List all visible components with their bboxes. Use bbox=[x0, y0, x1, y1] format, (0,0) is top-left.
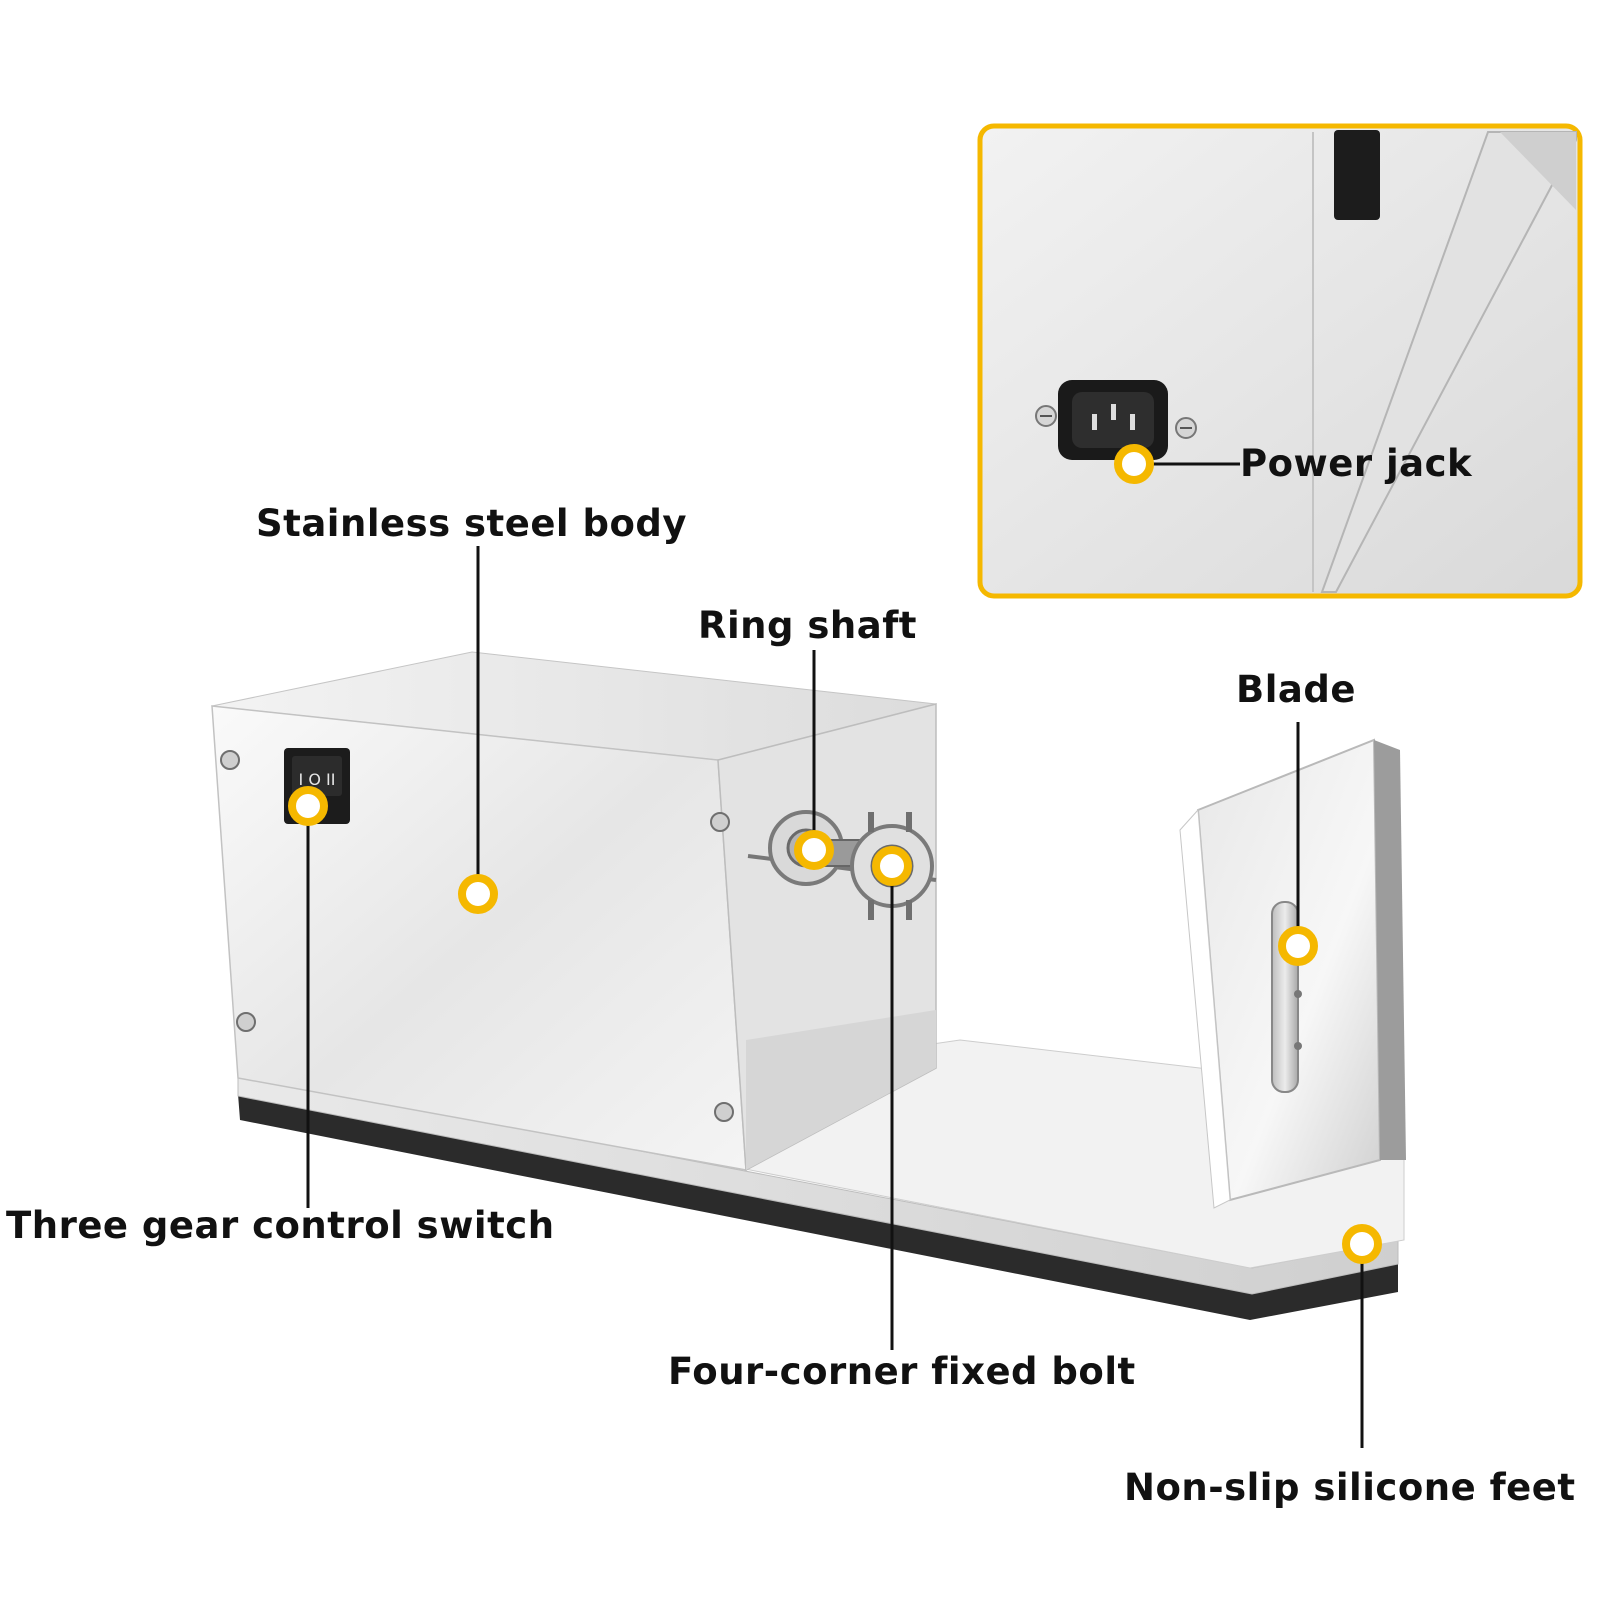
bolt-label: Four-corner fixed bolt bbox=[668, 1350, 1136, 1393]
blade-callout-dot bbox=[1278, 926, 1318, 966]
blade-label: Blade bbox=[1236, 668, 1356, 711]
callout-leaders bbox=[306, 546, 1364, 1448]
switch-callout-dot bbox=[288, 786, 328, 826]
body-callout-dot bbox=[458, 874, 498, 914]
stainless-body-label: Stainless steel body bbox=[256, 502, 688, 545]
inset-panel bbox=[977, 123, 1583, 599]
feet-callout-dot bbox=[1342, 1224, 1382, 1264]
ring-callout-dot bbox=[794, 830, 834, 870]
feet-label: Non-slip silicone feet bbox=[1124, 1466, 1576, 1509]
bolt-callout-dot bbox=[872, 846, 912, 886]
power-jack-icon bbox=[1035, 380, 1197, 460]
svg-text:I O II: I O II bbox=[299, 770, 336, 789]
body-screws bbox=[220, 750, 734, 1122]
switch-label: Three gear control switch bbox=[6, 1204, 555, 1247]
inset-switch-icon bbox=[1334, 130, 1380, 220]
power-jack-label: Power jack bbox=[1240, 442, 1473, 485]
power-jack-dot bbox=[1114, 444, 1154, 484]
ring-shaft-label: Ring shaft bbox=[698, 604, 917, 647]
silicone-feet bbox=[238, 1094, 1398, 1320]
